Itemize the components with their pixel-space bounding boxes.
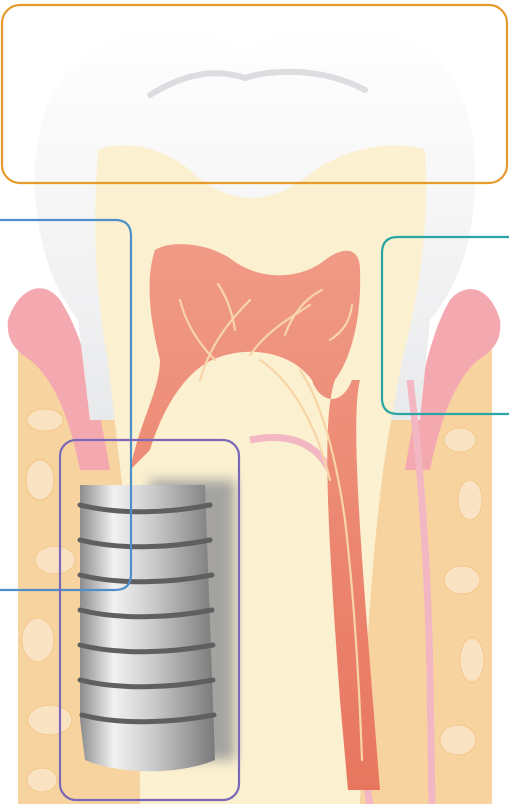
dental-implant xyxy=(80,480,235,771)
implant-body xyxy=(80,485,215,771)
